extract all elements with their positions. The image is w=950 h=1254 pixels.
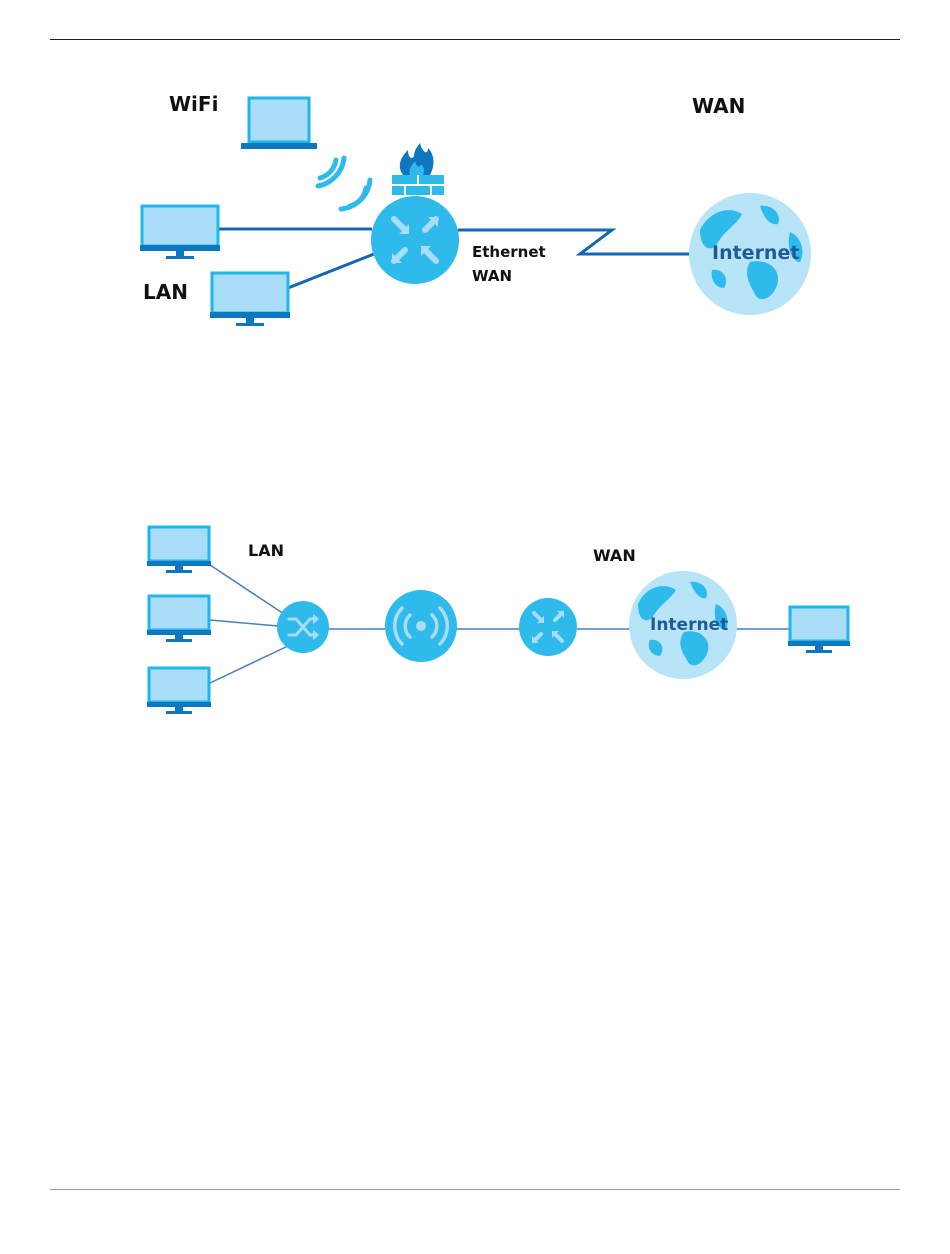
lan-label: LAN <box>143 280 188 304</box>
router-icon <box>371 196 459 284</box>
monitor-icon <box>147 596 211 642</box>
ethernet-label: Ethernet <box>472 243 546 261</box>
router-icon <box>519 598 577 656</box>
firewall-icon <box>392 143 444 195</box>
monitor-icon <box>147 527 211 573</box>
wan-label: WAN <box>593 546 636 565</box>
ethernet-wan-label: WAN <box>472 267 512 285</box>
wifi-label: WiFi <box>169 92 218 116</box>
laptop-icon <box>241 98 317 149</box>
lan-link-2 <box>288 254 374 288</box>
monitor-icon <box>210 273 290 326</box>
footer-rule <box>50 1189 900 1190</box>
globe-icon <box>629 571 737 679</box>
lan-label: LAN <box>248 541 284 560</box>
lan-link <box>210 565 290 618</box>
lan-link <box>210 620 278 626</box>
wan-label: WAN <box>692 94 745 118</box>
monitor-icon <box>788 607 850 653</box>
wifi-signal-icon <box>318 158 370 209</box>
internet-label: Internet <box>650 615 728 635</box>
lan-link <box>210 645 290 683</box>
switch-icon <box>277 601 329 653</box>
access-point-icon <box>385 590 457 662</box>
monitor-icon <box>140 206 220 259</box>
internet-label: Internet <box>712 242 799 264</box>
network-diagram-1: WiFi LAN WAN Ethernet WAN Internet <box>0 0 950 360</box>
monitor-icon <box>147 668 211 714</box>
